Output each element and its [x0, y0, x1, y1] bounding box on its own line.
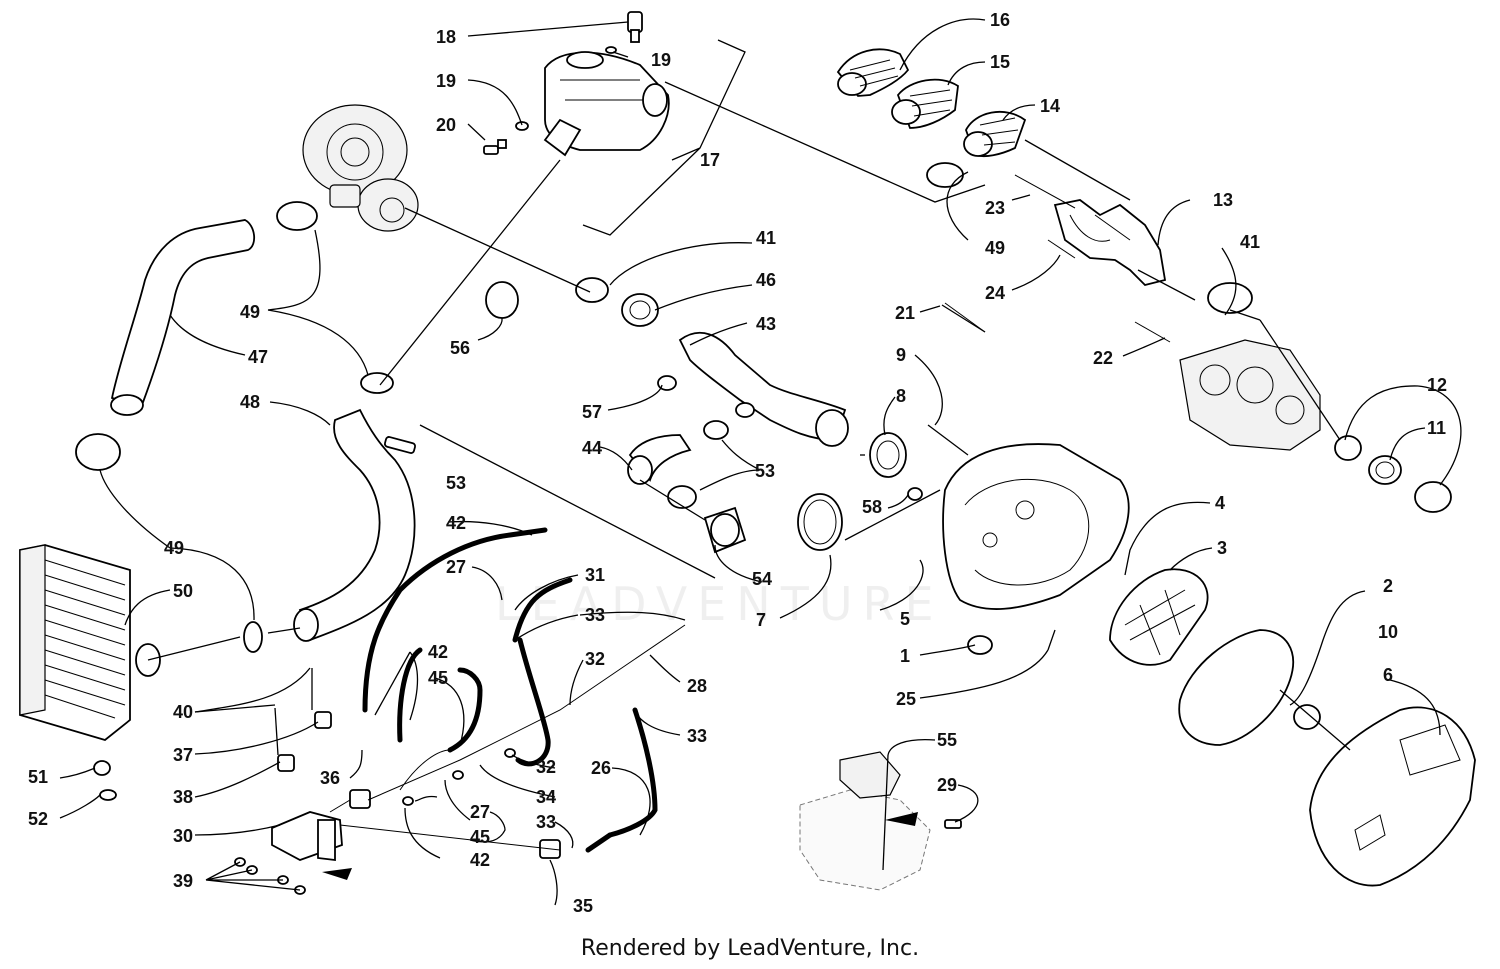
callout-18: 18	[436, 27, 456, 47]
bracket-drawing	[944, 174, 1171, 343]
callout-24: 24	[985, 283, 1005, 303]
callout-27: 27	[446, 557, 466, 577]
callout-25: 25	[896, 689, 916, 709]
callout-55: 55	[937, 730, 957, 750]
callout-33: 33	[687, 726, 707, 746]
callout-3: 3	[1217, 538, 1227, 558]
intake-plenum-drawing	[483, 11, 670, 157]
callout-9: 9	[896, 345, 906, 365]
elbow-44-drawing	[627, 420, 747, 554]
callout-43: 43	[756, 314, 776, 334]
callout-8: 8	[896, 386, 906, 406]
callout-48: 48	[240, 392, 260, 412]
callout-42: 42	[470, 850, 490, 870]
intercooler-drawing	[19, 544, 263, 801]
callout-53: 53	[446, 473, 466, 493]
part-drawings	[19, 11, 1476, 895]
callout-41: 41	[756, 228, 776, 248]
callout-30: 30	[173, 826, 193, 846]
callout-44: 44	[582, 438, 602, 458]
callout-29: 29	[937, 775, 957, 795]
callout-31: 31	[585, 565, 605, 585]
callout-45: 45	[428, 668, 448, 688]
callout-58: 58	[862, 497, 882, 517]
callout-27: 27	[470, 802, 490, 822]
turbocharger-drawing	[302, 104, 419, 232]
callout-35: 35	[573, 896, 593, 916]
callout-34: 34	[536, 787, 556, 807]
callout-32: 32	[585, 649, 605, 669]
callout-19: 19	[651, 50, 671, 70]
filter-drawing	[1109, 568, 1321, 746]
callout-2: 2	[1383, 576, 1393, 596]
callout-49: 49	[240, 302, 260, 322]
callout-labels: 18 19 19 20 17 16 15 14 23 49 13 24 21 4…	[28, 10, 1447, 916]
callout-21: 21	[895, 303, 915, 323]
hose-48-drawing	[293, 372, 417, 642]
callout-56: 56	[450, 338, 470, 358]
callout-40: 40	[173, 702, 193, 722]
valves-drawing	[234, 711, 561, 895]
callout-14: 14	[1040, 96, 1060, 116]
callout-26: 26	[591, 758, 611, 778]
callout-51: 51	[28, 767, 48, 787]
callout-46: 46	[756, 270, 776, 290]
callout-53: 53	[755, 461, 775, 481]
callout-28: 28	[687, 676, 707, 696]
callout-22: 22	[1093, 348, 1113, 368]
callout-33: 33	[536, 812, 556, 832]
callout-52: 52	[28, 809, 48, 829]
throttle-body-drawing	[1179, 282, 1452, 513]
callout-16: 16	[990, 10, 1010, 30]
callout-50: 50	[173, 581, 193, 601]
callout-39: 39	[173, 871, 193, 891]
direction-arrow-right	[885, 812, 918, 826]
callout-13: 13	[1213, 190, 1233, 210]
callout-20: 20	[436, 115, 456, 135]
ecu-bracket-drawing	[271, 811, 352, 880]
callout-47: 47	[248, 347, 268, 367]
frame-bracket-drawing	[799, 751, 962, 891]
vacuum-lines-drawing	[329, 624, 686, 851]
callout-32: 32	[536, 757, 556, 777]
callout-49: 49	[985, 238, 1005, 258]
callout-5: 5	[900, 609, 910, 629]
callout-33: 33	[585, 605, 605, 625]
callout-10: 10	[1378, 622, 1398, 642]
callout-19: 19	[436, 71, 456, 91]
callout-23: 23	[985, 198, 1005, 218]
hose-47-drawing	[75, 201, 318, 471]
callout-42: 42	[428, 642, 448, 662]
intake-boots-drawing	[836, 48, 1027, 188]
footer-credit: Rendered by LeadVenture, Inc.	[580, 936, 920, 961]
ring-56-drawing	[485, 281, 519, 319]
direction-arrow-left	[322, 868, 352, 880]
cover-drawing	[1309, 706, 1476, 887]
callout-37: 37	[173, 745, 193, 765]
callout-38: 38	[173, 787, 193, 807]
callout-12: 12	[1427, 375, 1447, 395]
callout-6: 6	[1383, 665, 1393, 685]
callout-7: 7	[756, 610, 766, 630]
callout-11: 11	[1427, 418, 1446, 438]
callout-42: 42	[446, 513, 466, 533]
callout-41: 41	[1240, 232, 1260, 252]
leader-lines	[59, 18, 1462, 906]
callout-49: 49	[164, 538, 184, 558]
seals-drawing	[797, 424, 969, 551]
callout-54: 54	[752, 569, 772, 589]
watermark: LEADVENTURE	[495, 577, 944, 631]
callout-15: 15	[990, 52, 1010, 72]
airbox-drawing	[942, 443, 1130, 655]
callout-4: 4	[1215, 493, 1225, 513]
callout-36: 36	[320, 768, 340, 788]
callout-17: 17	[700, 150, 720, 170]
duct-43-drawing	[575, 277, 849, 447]
callout-57: 57	[582, 402, 602, 422]
callout-1: 1	[900, 646, 910, 666]
callout-45: 45	[470, 827, 490, 847]
